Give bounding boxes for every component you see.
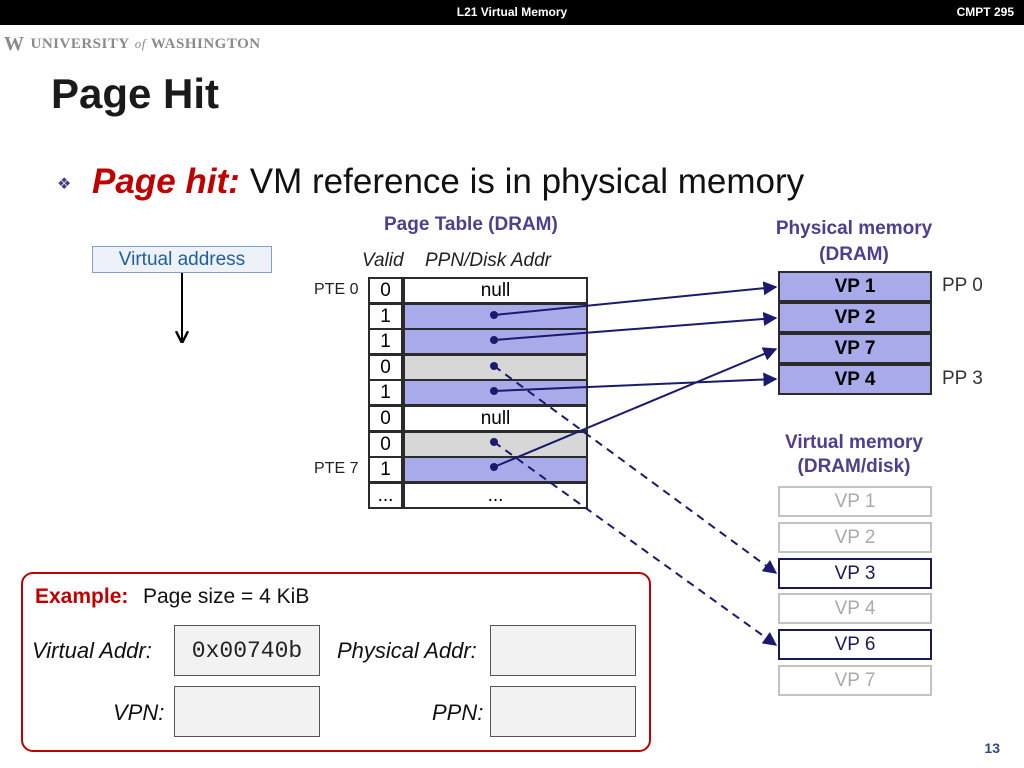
valid-column-header: Valid xyxy=(362,250,404,271)
physical-memory-title: Physical memory (DRAM) xyxy=(754,216,954,268)
course-code: CMPT 295 xyxy=(956,5,1014,19)
physical-memory-title-line2: (DRAM) xyxy=(819,244,889,265)
pte-valid-cell: 1 xyxy=(368,379,403,406)
pte-7-label: PTE 7 xyxy=(314,460,359,477)
physical-addr-field[interactable] xyxy=(490,625,636,676)
physical-page: VP 4 xyxy=(778,364,932,395)
virtual-page: VP 4 xyxy=(778,593,932,624)
pte-valid-cell: ... xyxy=(368,482,403,509)
pte-ppn-cell xyxy=(403,456,588,483)
ppn-label: PPN: xyxy=(432,700,484,725)
logo-of: of xyxy=(134,36,146,51)
virtual-page: VP 3 xyxy=(778,558,932,589)
page-table-title: Page Table (DRAM) xyxy=(384,214,558,235)
physical-page: VP 1 xyxy=(778,271,932,302)
virtual-memory-title-line1: Virtual memory xyxy=(785,432,923,453)
pte-valid-cell: 1 xyxy=(368,456,403,483)
physical-memory-title-line1: Physical memory xyxy=(775,218,933,239)
virtual-memory-title: Virtual memory (DRAM/disk) xyxy=(754,431,954,479)
logo-university: UNIVERSITY xyxy=(30,35,130,52)
pte-valid-cell: 0 xyxy=(368,405,403,432)
virtual-page: VP 7 xyxy=(778,665,932,696)
pte-valid-cell: 0 xyxy=(368,354,403,381)
pte-0-label: PTE 0 xyxy=(314,281,359,298)
physical-page: VP 7 xyxy=(778,333,932,364)
virtual-memory-title-line2: (DRAM/disk) xyxy=(797,456,911,477)
uw-w-icon: W xyxy=(4,32,25,55)
pte-ppn-cell: ... xyxy=(403,482,588,509)
bullet-text: VM reference is in physical memory xyxy=(249,162,805,201)
virtual-addr-field[interactable]: 0x00740b xyxy=(174,625,320,676)
virtual-address-box: Virtual address xyxy=(92,246,272,273)
physical-page: VP 2 xyxy=(778,302,932,333)
bullet-point: Page hit:VM reference is in physical mem… xyxy=(92,162,804,202)
ppn-column-header: PPN/Disk Addr xyxy=(425,250,551,271)
virtual-page: VP 2 xyxy=(778,522,932,553)
pte-valid-cell: 1 xyxy=(368,328,403,355)
pte-valid-cell: 0 xyxy=(368,277,403,304)
pte-ppn-cell xyxy=(403,328,588,355)
example-label: Example: xyxy=(35,585,129,608)
pte-ppn-cell: null xyxy=(403,277,588,304)
virtual-page: VP 1 xyxy=(778,486,932,517)
ppn-field[interactable] xyxy=(490,686,636,737)
pte-ppn-cell xyxy=(403,379,588,406)
pte-valid-cell: 1 xyxy=(368,303,403,330)
pte-ppn-cell: null xyxy=(403,405,588,432)
virtual-addr-label: Virtual Addr: xyxy=(32,638,152,663)
pp-0-label: PP 0 xyxy=(942,275,983,296)
pte-ppn-cell xyxy=(403,354,588,381)
slide-title: Page Hit xyxy=(51,70,220,117)
pte-valid-cell: 0 xyxy=(368,431,403,458)
university-logo: W UNIVERSITY of WASHINGTON xyxy=(4,33,261,55)
physical-addr-label: Physical Addr: xyxy=(337,638,477,663)
header-bar: L21 Virtual Memory CMPT 295 xyxy=(0,0,1024,25)
example-page-size: Page size = 4 KiB xyxy=(143,585,310,608)
page-number: 13 xyxy=(984,740,1000,756)
logo-washington: WASHINGTON xyxy=(150,35,261,52)
vpn-field[interactable] xyxy=(174,686,320,737)
pte-ppn-cell xyxy=(403,431,588,458)
vpn-label: VPN: xyxy=(113,700,165,725)
virtual-page: VP 6 xyxy=(778,629,932,660)
pte-ppn-cell xyxy=(403,303,588,330)
bullet-term: Page hit: xyxy=(92,162,240,201)
pp-3-label: PP 3 xyxy=(942,368,983,389)
bullet-diamond-icon: ❖ xyxy=(57,176,72,193)
lecture-title: L21 Virtual Memory xyxy=(456,5,568,19)
